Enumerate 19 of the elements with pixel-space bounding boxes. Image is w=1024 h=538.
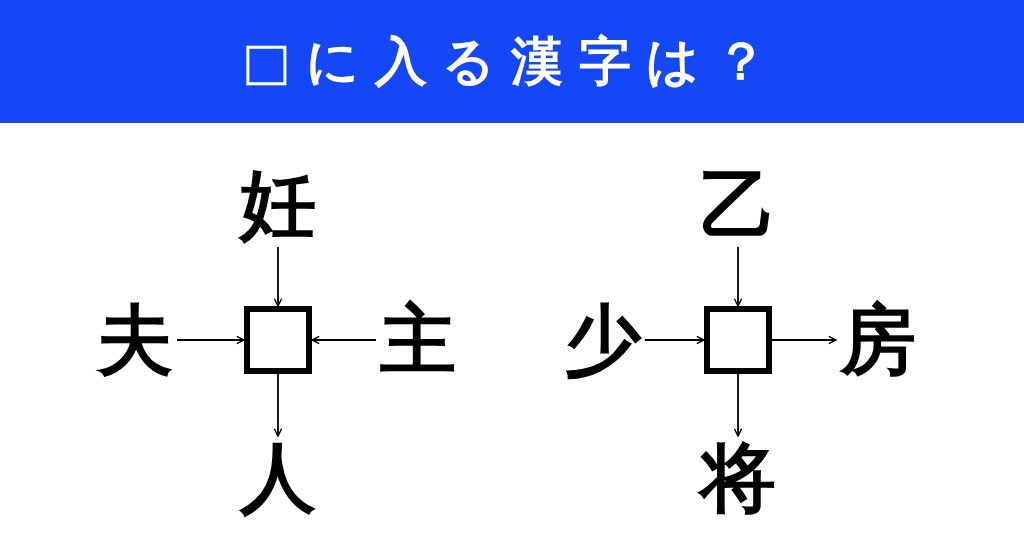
arrow <box>733 373 743 437</box>
arrow <box>644 335 705 345</box>
arrow <box>311 335 377 345</box>
kanji-character: 少 <box>561 298 645 382</box>
blank-square <box>704 306 772 374</box>
kanji-character: 妊 <box>236 163 320 247</box>
kanji-character: 房 <box>836 298 920 382</box>
kanji-character: 夫 <box>93 298 177 382</box>
arrow <box>273 246 283 307</box>
arrow <box>733 246 743 307</box>
arrow <box>273 373 283 437</box>
kanji-character: 乙 <box>696 163 780 247</box>
arrow <box>176 335 245 345</box>
arrow <box>771 335 837 345</box>
kanji-character: 人 <box>236 436 320 520</box>
kanji-character: 将 <box>696 436 780 520</box>
kanji-character: 主 <box>376 298 460 382</box>
title: □に入る漢字は？ <box>240 30 784 93</box>
blank-square <box>244 306 312 374</box>
